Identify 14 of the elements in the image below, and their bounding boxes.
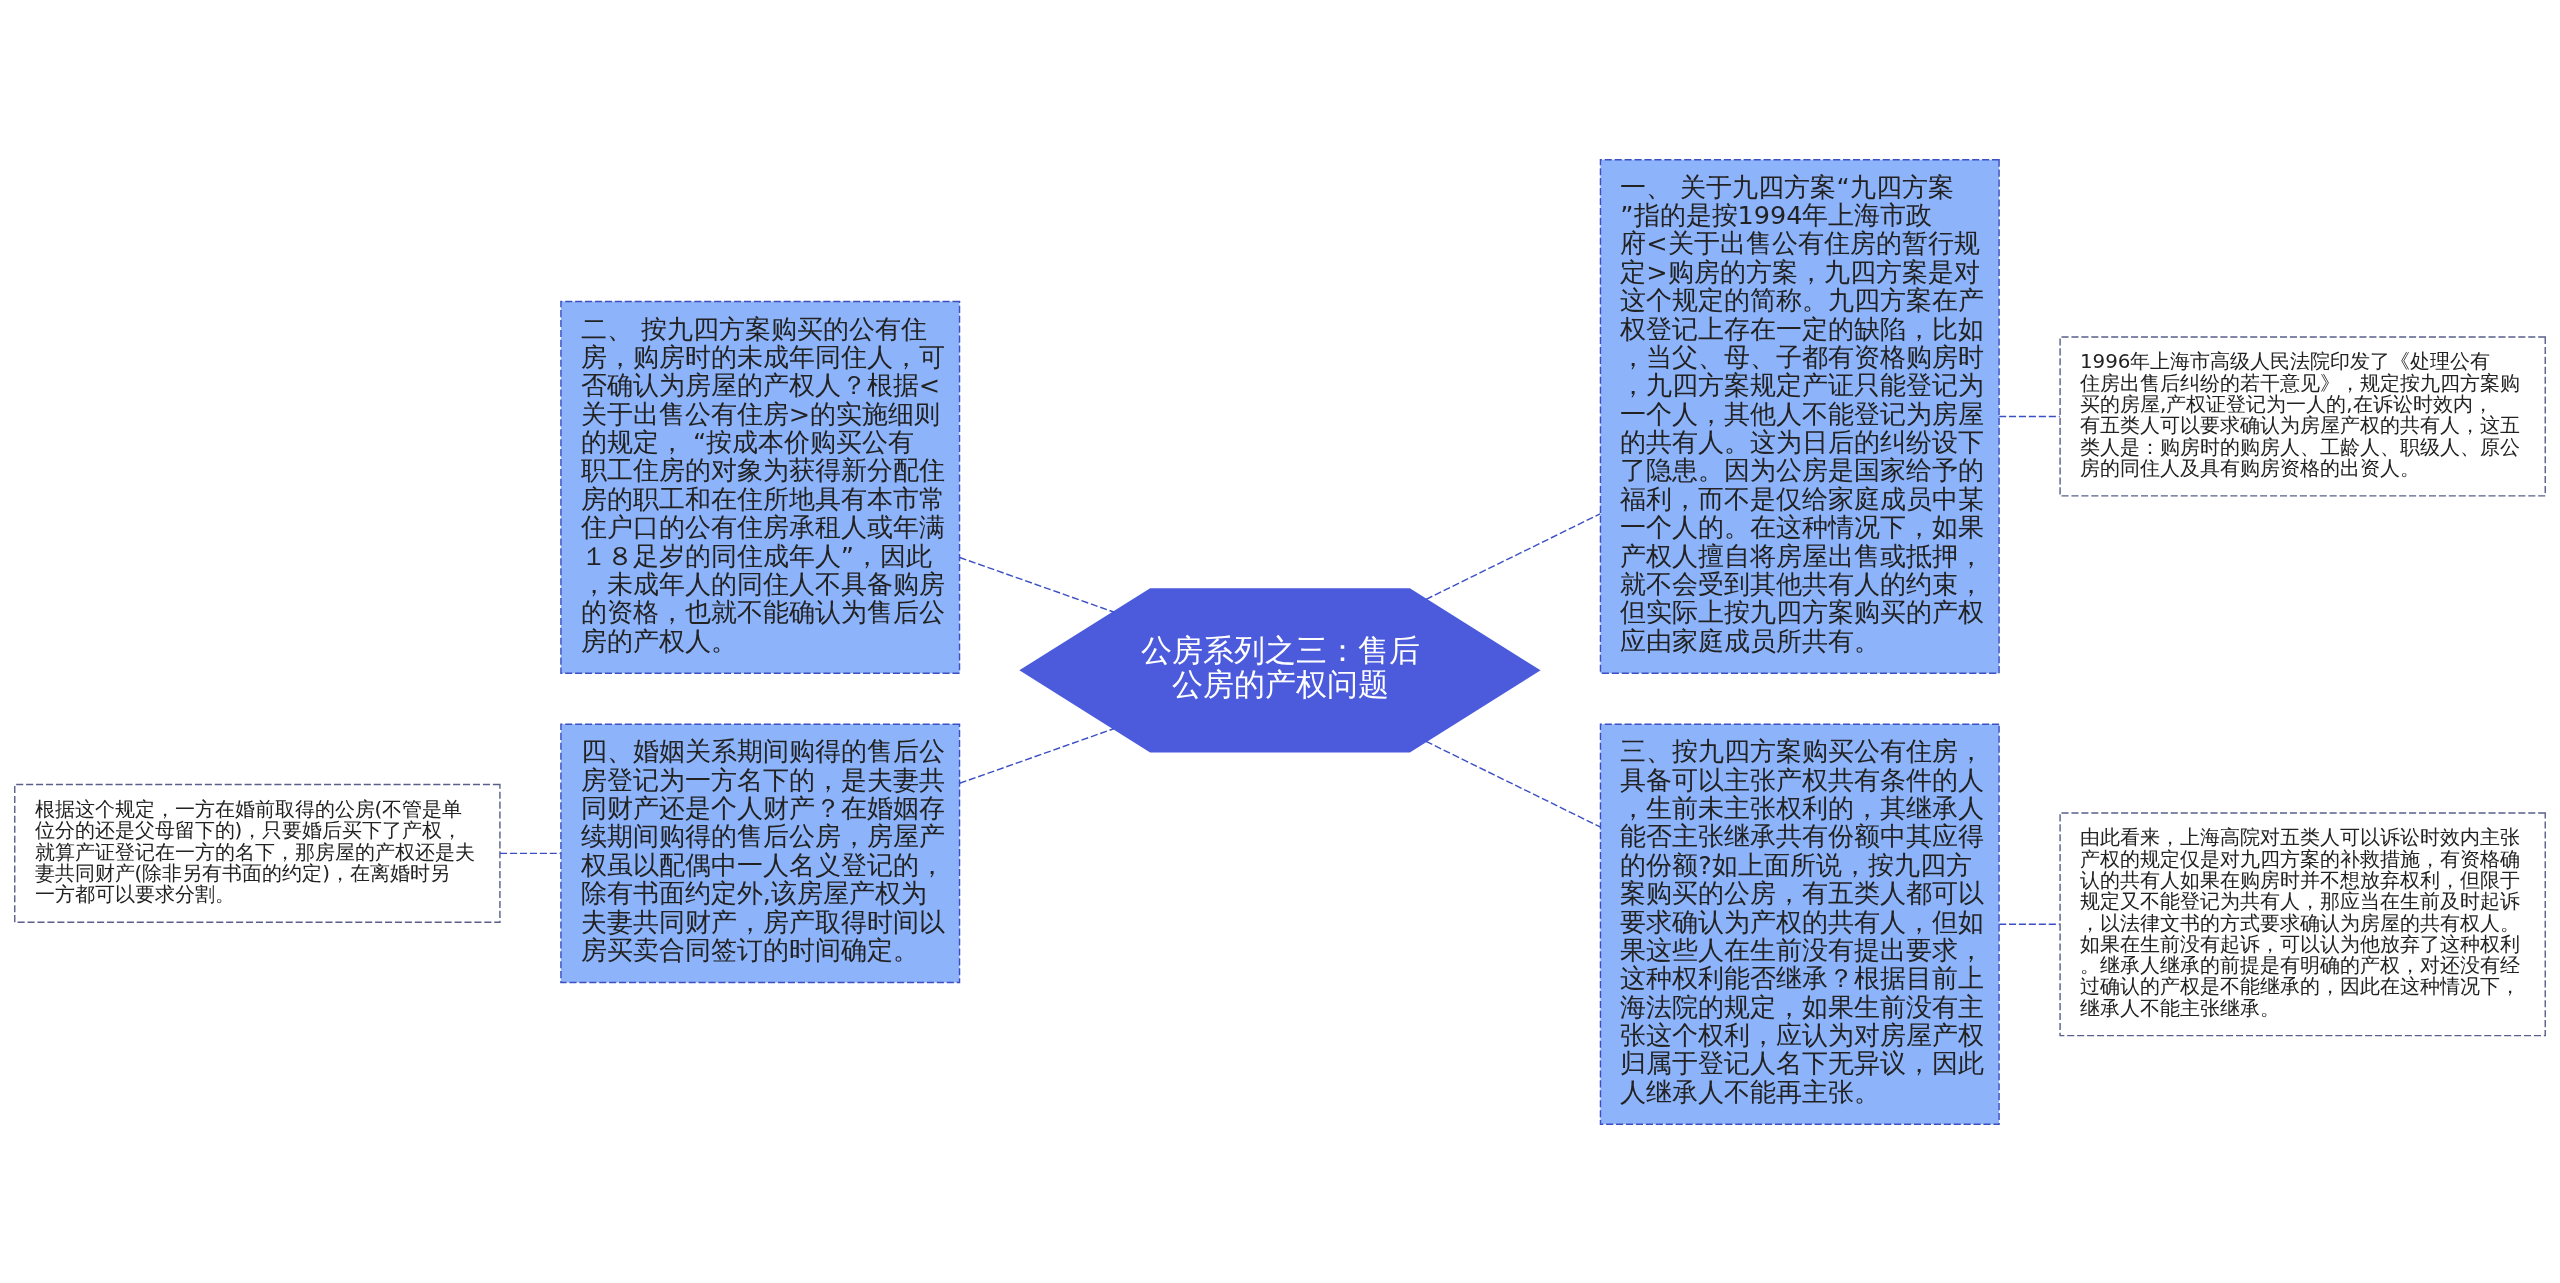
connector — [499, 852, 562, 854]
node-box: 二、 按九四方案购买的公有住房，购房时的未成年同住人，可否确认为房屋的产权人？根据<关于出售公有住房>的实施细则的规定， “按成本价购买公有职工住房的对象为获得新分配住房的职工和在住所地具有本市常住户口的公有住房承租人或年满１８足岁的同住成年人”，因此，未成年人的同住人不具备购房的资格，也就不能确认为售后公房的产权人。 — [560, 300, 961, 674]
node-box: 三、按九四方案购买公有住房，具备可以主张产权共有条件的人，生前未主张权利的，其继承人能否主张继承共有份额中其应得的份额?如上面所说，按九四方案购买的公房，有五类人都可以要求确认为产权的共有人，但如果这些人在生前没有提出要求，这种权利能否继承？根据目前上海法院的规定，如果生前没有主张这个权利，应认为对房屋产权归属于登记人名下无异议，因此人继承人不能再主张。 — [1599, 723, 2000, 1125]
connector — [1998, 923, 2061, 925]
connector — [958, 727, 1115, 784]
node-box: 一、 关于九四方案“九四方案”指的是按1994年上海市政府<关于出售公有住房的暂行规定>购房的方案，九四方案是对这个规定的简称。九四方案在产权登记上存在一定的缺陷，比如，当父、母、子都有资格购房时，九四方案规定产证只能登记为一个人，其他人不能登记为房屋的共有人。这为日后的纠纷设下了隐患。因为公房是国家给予的福利，而不是仅给家庭成员中某一个人的。在这种情况下，如果产权人擅自将房屋出售或抵押，就不会受到其他共有人的约束，但实际上按九四方案购买的产权应由家庭成员所共有。 — [1599, 158, 2000, 674]
connector — [1425, 512, 1601, 600]
connector — [1998, 415, 2061, 417]
node-box: 四、婚姻关系期间购得的售后公房登记为一方名下的，是夫妻共同财产还是个人财产？在婚姻存续期间购得的售后公房，房屋产权虽以配偶中一人名义登记的，除有书面约定外,该房屋产权为夫妻共同财产，房产取得时间以房买卖合同签订的时间确定。 — [560, 723, 961, 983]
connector — [1425, 740, 1601, 828]
node-box: 由此看来，上海高院对五类人可以诉讼时效内主张产权的规定仅是对九四方案的补救措施，有资格确认的共有人如果在购房时并不想放弃权利，但限于规定又不能登记为共有人，那应当在生前及时起诉，以法律文书的方式要求确认为房屋的共有权人。如果在生前没有起诉，可以认为他放弃了这种权利。继承人继承的前提是有明确的产权，对还没有经过确认的产权是不能继承的，因此在这种情况下，继承人不能主张继承。 — [2059, 811, 2546, 1036]
node-box: 根据这个规定，一方在婚前取得的公房(不管是单位分的还是父母留下的)，只要婚后买下了产权，就算产证登记在一方的名下，那房屋的产权还是夫妻共同财产(除非另有书面的约定)，在离婚时另一方都可以要求分割。 — [14, 783, 501, 923]
node-box: 1996年上海市高级人民法院印发了《处理公有住房出售后纠纷的若干意见》，规定按九四方案购买的房屋,产权证登记为一人的,在诉讼时效内，有五类人可以要求确认为房屋产权的共有人，这五类人是：购房时的购房人、工龄人、职级人、原公房的同住人及具有购房资格的出资人。 — [2059, 335, 2546, 497]
connector — [958, 556, 1115, 613]
